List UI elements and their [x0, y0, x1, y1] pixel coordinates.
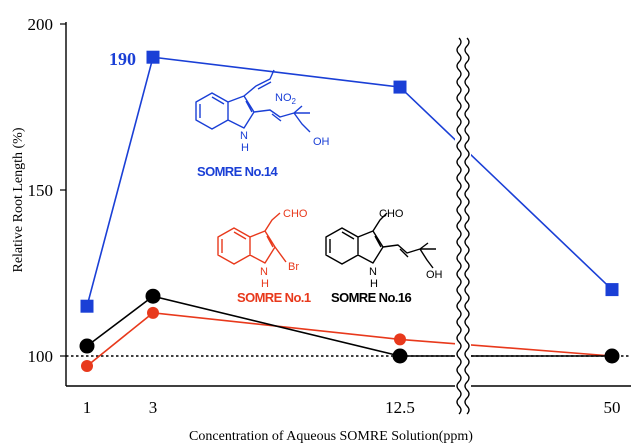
data-point-somre-no-14-12-5 — [393, 80, 407, 94]
y-axis-title: Relative Root Length (%) — [11, 127, 26, 272]
structure-no1-h: H — [261, 278, 269, 290]
data-point-somre-no-14-1 — [80, 299, 94, 313]
structure-no1-bonds — [217, 212, 287, 265]
data-point-somre-no-1-1 — [81, 359, 93, 372]
ytick-label-100: 100 — [28, 347, 54, 366]
series-line-somre-no-1 — [86, 312, 613, 367]
structure-no14-label: SOMRE No.14 — [197, 164, 278, 179]
axis-break — [455, 37, 471, 415]
xtick-label-1: 1 — [83, 398, 92, 417]
structure-no16-oh: OH — [426, 269, 443, 281]
structure-no16-h: H — [370, 278, 378, 290]
structure-no16-nh: N — [369, 266, 377, 278]
data-point-somre-no-16-3 — [145, 288, 161, 304]
structure-no16-cho: CHO — [379, 208, 404, 220]
structure-no14-oh: OH — [313, 136, 330, 148]
data-point-somre-no-14-50 — [605, 283, 619, 297]
structure-no14-bonds — [195, 69, 311, 133]
structure-no16-label: SOMRE No.16 — [331, 290, 411, 305]
structure-no16-bonds — [325, 212, 436, 269]
structure-somre-no14: N H NO2 OH SOMRE No.14 — [195, 69, 330, 179]
xtick-label-50: 50 — [604, 398, 621, 417]
structure-somre-no16: CHO N H OH SOMRE No.16 — [325, 208, 443, 305]
ytick-label-150: 150 — [28, 181, 54, 200]
data-point-somre-no-16-50 — [604, 348, 620, 364]
data-point-somre-no-14-3 — [146, 50, 160, 64]
data-point-somre-no-16-12-5 — [392, 348, 408, 364]
data-point-somre-no-1-3 — [147, 306, 159, 319]
x-axis-title: Concentration of Aqueous SOMRE Solution(… — [189, 429, 473, 444]
series-layer — [79, 50, 620, 372]
structure-somre-no1: CHO Br N H SOMRE No.1 — [217, 208, 311, 305]
structure-no14-nh: N — [240, 130, 248, 142]
xtick-label-3: 3 — [149, 398, 158, 417]
series-line-somre-no-14 — [86, 56, 613, 307]
ytick-label-200: 200 — [28, 15, 54, 34]
annotation-190: 190 — [109, 49, 136, 69]
axis-break-wave-left — [456, 37, 462, 415]
series-line-somre-no-16 — [86, 295, 612, 357]
structure-no1-label: SOMRE No.1 — [237, 290, 311, 305]
data-point-somre-no-16-1 — [79, 338, 95, 354]
axis-break-wave-right — [464, 37, 470, 415]
structure-no1-nh: N — [260, 266, 268, 278]
structure-no14-no2: NO2 — [275, 92, 297, 106]
structure-no1-cho: CHO — [283, 208, 308, 220]
xtick-label-12.5: 12.5 — [385, 398, 415, 417]
structure-no14-h: H — [241, 142, 249, 154]
data-point-somre-no-1-12-5 — [394, 333, 406, 346]
structure-no1-br: Br — [288, 261, 299, 273]
